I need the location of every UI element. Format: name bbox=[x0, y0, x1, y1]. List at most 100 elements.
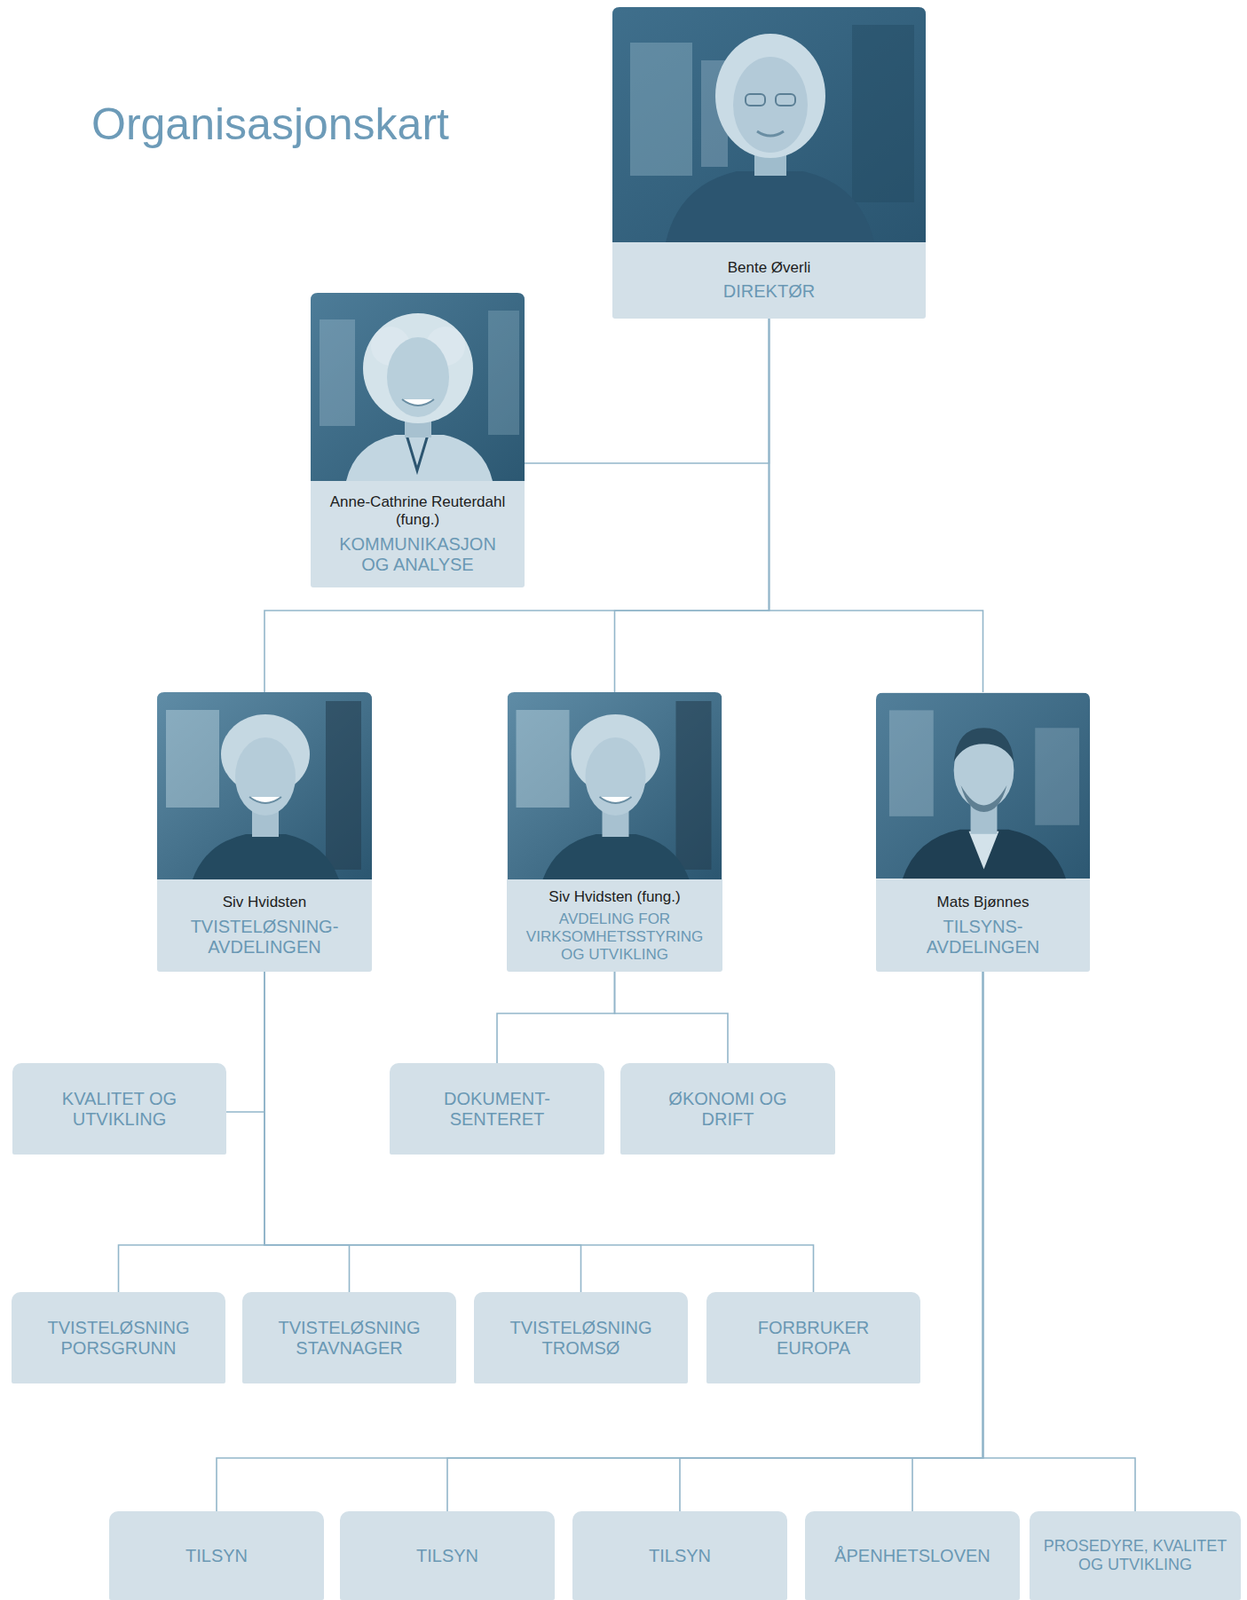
connector-line bbox=[615, 971, 729, 1064]
photo-detail bbox=[488, 310, 520, 435]
label-panel: TILSYN bbox=[109, 1511, 324, 1600]
unit-box: TILSYN bbox=[572, 1511, 788, 1600]
photo-detail bbox=[319, 319, 356, 427]
unit-name: ÅPENHETSLOVEN bbox=[834, 1546, 991, 1567]
unit-name: AVDELING FOR VIRKSOMHETSSTYRING OG UTVIK… bbox=[515, 910, 714, 963]
portrait-photo bbox=[157, 692, 372, 880]
photo-detail bbox=[775, 94, 796, 106]
photo-detail bbox=[876, 692, 1090, 879]
portrait-photo bbox=[506, 692, 723, 880]
unit-name: TILSYNS- AVDELINGEN bbox=[894, 916, 1073, 958]
photo-detail bbox=[665, 171, 875, 243]
person-name: Anne-Cathrine Reuterdahl (fung.) bbox=[322, 493, 514, 529]
photo-detail bbox=[235, 737, 296, 816]
chart-title: Organisasjonskart bbox=[91, 99, 450, 151]
photo-detail bbox=[157, 692, 372, 880]
unit-box: TILSYN bbox=[339, 1511, 555, 1600]
label-panel: Anne-Cathrine Reuterdahl (fung.) KOMMUNIK… bbox=[310, 481, 525, 588]
unit-name: TILSYN bbox=[185, 1546, 248, 1567]
person-name: Siv Hvidsten bbox=[222, 893, 307, 912]
unit-name: TILSYN bbox=[648, 1546, 711, 1567]
person-card: Anne-Cathrine Reuterdahl (fung.) KOMMUNIK… bbox=[310, 292, 525, 588]
photo-detail bbox=[310, 292, 525, 482]
connector-line bbox=[264, 971, 350, 1293]
unit-box: TVISTELØSNING TROMSØ bbox=[473, 1292, 688, 1384]
photo-detail bbox=[1034, 727, 1080, 826]
photo-detail bbox=[745, 94, 766, 106]
label-panel: KVALITET OG UTVIKLING bbox=[12, 1063, 227, 1155]
unit-box: ØKONOMI OG DRIFT bbox=[620, 1063, 836, 1155]
label-panel: Siv HvidstenTVISTELØSNING- AVDELINGEN bbox=[157, 879, 372, 972]
person-card: Bente ØverliDIREKTØR bbox=[612, 7, 926, 319]
unit-name: KOMMUNIKASJON OG ANALYSE bbox=[326, 534, 509, 576]
photo-detail bbox=[507, 692, 723, 880]
unit-name: KVALITET OG UTVIKLING bbox=[37, 1089, 202, 1130]
unit-box: KVALITET OG UTVIKLING bbox=[12, 1063, 227, 1155]
photo-detail bbox=[733, 56, 808, 153]
unit-box: TILSYN bbox=[109, 1511, 324, 1600]
label-panel: TVISTELØSNING STAVNAGER bbox=[242, 1292, 457, 1384]
photo-detail bbox=[192, 834, 340, 880]
photo-detail bbox=[507, 692, 723, 880]
photo-detail bbox=[599, 797, 632, 804]
photo-detail bbox=[585, 737, 647, 816]
photo-detail bbox=[346, 434, 493, 482]
connector-line bbox=[447, 971, 984, 1512]
photo-detail bbox=[715, 33, 826, 158]
photo-detail bbox=[165, 710, 220, 808]
portrait-photo bbox=[612, 7, 926, 243]
label-panel: ÅPENHETSLOVEN bbox=[805, 1511, 1020, 1600]
unit-box: FORBRUKER EUROPA bbox=[706, 1292, 921, 1384]
photo-detail bbox=[516, 710, 570, 808]
portrait-photo bbox=[876, 692, 1090, 880]
photo-detail bbox=[630, 42, 693, 176]
person-name: Mats Bjønnes bbox=[937, 893, 1030, 912]
photo-detail bbox=[386, 337, 450, 418]
photo-detail bbox=[969, 831, 1000, 870]
person-name: Bente Øverli bbox=[727, 259, 812, 277]
unit-box: ÅPENHETSLOVEN bbox=[805, 1511, 1020, 1600]
photo-detail bbox=[406, 434, 428, 471]
connector-line bbox=[497, 971, 616, 1064]
person-name: Siv Hvidsten (fung.) bbox=[548, 888, 680, 907]
photo-detail bbox=[757, 131, 784, 136]
photo-detail bbox=[402, 399, 435, 406]
photo-detail bbox=[249, 797, 282, 804]
photo-detail bbox=[961, 785, 1008, 813]
unit-name: TVISTELØSNING PORSGRUNN bbox=[36, 1318, 201, 1359]
unit-name: DOKUMENT- SENTERET bbox=[415, 1089, 580, 1130]
connector-line bbox=[769, 318, 984, 693]
photo-detail bbox=[852, 24, 915, 203]
unit-name: ØKONOMI OG DRIFT bbox=[646, 1089, 811, 1130]
label-panel: TILSYN bbox=[339, 1511, 555, 1600]
connector-line bbox=[679, 971, 984, 1512]
photo-detail bbox=[876, 692, 1090, 879]
unit-name: DIREKTØR bbox=[723, 281, 815, 302]
portrait-photo bbox=[310, 292, 525, 482]
photo-detail bbox=[543, 834, 690, 880]
unit-box: DOKUMENT- SENTERET bbox=[389, 1063, 605, 1155]
unit-box: TVISTELØSNING PORSGRUNN bbox=[11, 1292, 226, 1384]
label-panel: TVISTELØSNING TROMSØ bbox=[473, 1292, 688, 1384]
connector-line bbox=[615, 318, 770, 693]
connector-line bbox=[524, 318, 770, 464]
label-panel: TILSYN bbox=[572, 1511, 788, 1600]
unit-name: TILSYN bbox=[416, 1546, 479, 1567]
person-card: Mats BjønnesTILSYNS- AVDELINGEN bbox=[876, 692, 1090, 972]
photo-detail bbox=[363, 313, 474, 424]
unit-name: TVISTELØSNING TROMSØ bbox=[498, 1318, 663, 1359]
label-panel: TVISTELØSNING PORSGRUNN bbox=[11, 1292, 226, 1384]
label-panel: Bente ØverliDIREKTØR bbox=[612, 242, 926, 319]
unit-box: PROSEDYRE, KVALITET OG UTVIKLING bbox=[1029, 1511, 1241, 1600]
label-panel: DOKUMENT- SENTERET bbox=[389, 1063, 605, 1155]
photo-detail bbox=[157, 692, 372, 880]
connector-line bbox=[983, 971, 1137, 1512]
person-card: Siv HvidstenTVISTELØSNING- AVDELINGEN bbox=[157, 692, 372, 972]
unit-name: TVISTELØSNING- AVDELINGEN bbox=[175, 916, 354, 958]
photo-detail bbox=[325, 701, 362, 870]
label-panel: ØKONOMI OG DRIFT bbox=[620, 1063, 836, 1155]
unit-name: PROSEDYRE, KVALITET OG UTVIKLING bbox=[1039, 1537, 1232, 1574]
label-panel: PROSEDYRE, KVALITET OG UTVIKLING bbox=[1029, 1511, 1241, 1600]
